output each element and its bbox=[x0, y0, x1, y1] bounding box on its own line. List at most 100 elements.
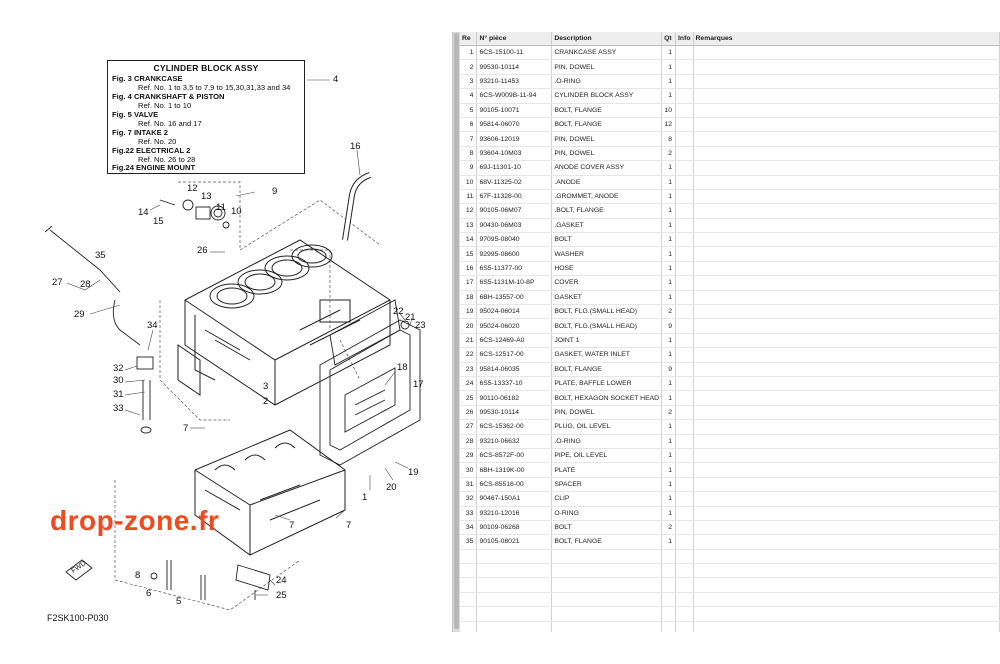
cell-part-number: 93210-06632 bbox=[476, 434, 553, 449]
cell-ref: 12 bbox=[460, 203, 478, 219]
cell-description: O-RING bbox=[551, 506, 663, 521]
column-header-description[interactable]: Description bbox=[551, 32, 663, 46]
cell-ref: 35 bbox=[460, 534, 478, 550]
empty-cell bbox=[661, 577, 677, 593]
cell-part-number: 90105-10071 bbox=[476, 103, 553, 118]
cell-ref: 30 bbox=[460, 462, 478, 478]
cell-ref: 17 bbox=[460, 275, 478, 291]
column-header-quantity[interactable]: Qt bbox=[661, 32, 677, 46]
cell-remarks bbox=[693, 520, 1000, 536]
empty-cell bbox=[476, 549, 553, 565]
empty-cell bbox=[476, 577, 553, 593]
cell-quantity: 1 bbox=[661, 491, 677, 507]
callout-label: 23 bbox=[415, 320, 426, 331]
callout-label: 5 bbox=[176, 596, 182, 607]
cell-quantity: 1 bbox=[661, 232, 677, 248]
cell-description: .O-RING bbox=[551, 434, 663, 449]
cell-description: .GROMMET, ANODE bbox=[551, 189, 663, 205]
callout-label: 26 bbox=[197, 245, 208, 256]
cell-info bbox=[675, 434, 694, 449]
cell-part-number: 95814-06035 bbox=[476, 362, 553, 377]
cell-remarks bbox=[693, 362, 1000, 377]
empty-cell bbox=[693, 621, 1000, 632]
callout-label: 32 bbox=[113, 363, 124, 374]
legend-fig: Fig. 7 INTAKE 2 bbox=[112, 128, 168, 137]
callout-label: 16 bbox=[350, 141, 361, 152]
cell-remarks bbox=[693, 477, 1000, 493]
cell-quantity: 1 bbox=[661, 218, 677, 234]
vertical-scrollbar[interactable] bbox=[452, 32, 461, 632]
cell-remarks bbox=[693, 304, 1000, 320]
cell-ref: 18 bbox=[460, 290, 478, 306]
cell-ref: 14 bbox=[460, 232, 478, 248]
legend-fig: Fig. 5 VALVE bbox=[112, 110, 159, 119]
empty-cell bbox=[460, 563, 478, 579]
empty-cell bbox=[661, 606, 677, 622]
callout-label: 13 bbox=[201, 191, 212, 202]
cell-ref: 5 bbox=[460, 103, 478, 118]
cell-quantity: 1 bbox=[661, 534, 677, 550]
column-header-ref[interactable]: Re bbox=[460, 32, 478, 46]
column-header-remarks[interactable]: Remarques bbox=[693, 32, 1000, 46]
cell-quantity: 1 bbox=[661, 347, 677, 363]
cell-description: BOLT bbox=[551, 520, 663, 536]
cell-remarks bbox=[693, 419, 1000, 435]
empty-cell bbox=[460, 592, 478, 608]
callout-label: 1 bbox=[362, 492, 368, 503]
cell-ref: 29 bbox=[460, 448, 478, 464]
cell-info bbox=[675, 117, 694, 133]
cell-ref: 19 bbox=[460, 304, 478, 320]
column-header-part-number[interactable]: N° pièce bbox=[476, 32, 553, 46]
cell-quantity: 1 bbox=[661, 477, 677, 493]
table-row-empty bbox=[460, 592, 1000, 608]
callout-label: 8 bbox=[135, 570, 141, 581]
column-header-info[interactable]: Info bbox=[675, 32, 694, 46]
cell-quantity: 1 bbox=[661, 175, 677, 190]
cell-part-number: 93606-12019 bbox=[476, 131, 553, 147]
cell-remarks bbox=[693, 448, 1000, 464]
empty-cell bbox=[675, 563, 694, 579]
cell-quantity: 9 bbox=[661, 362, 677, 377]
cell-description: PIN, DOWEL bbox=[551, 146, 663, 162]
scrollbar-thumb[interactable] bbox=[454, 33, 459, 629]
empty-cell bbox=[693, 606, 1000, 622]
callout-label: 31 bbox=[113, 389, 124, 400]
cell-part-number: 90110-06182 bbox=[476, 390, 553, 406]
empty-cell bbox=[551, 563, 663, 579]
